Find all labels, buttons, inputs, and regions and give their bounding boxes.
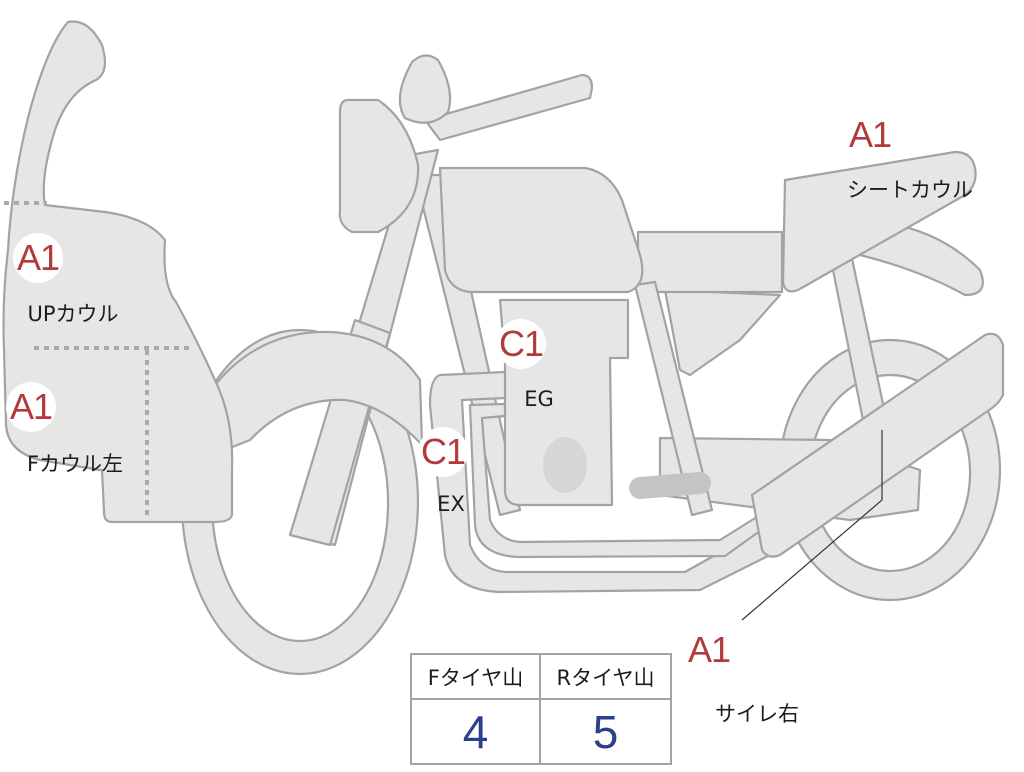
rear-tire-header: Rタイヤ山 (541, 655, 670, 700)
exhaust-pipe-outer (428, 370, 772, 594)
headlight (338, 98, 420, 234)
engine-grade: C1 (496, 319, 546, 369)
muffler-leader-line (741, 430, 883, 621)
exhaust-label: EX (437, 492, 465, 516)
engine-cover (543, 437, 587, 493)
rear-fender (858, 220, 984, 297)
exhaust-pipe-inner (468, 402, 766, 559)
seat-cowl (781, 150, 977, 293)
engine-label: EG (524, 387, 554, 411)
front-tire-header: Fタイヤ山 (412, 655, 541, 700)
seat-cowl-grade: A1 (845, 110, 895, 160)
f-cowl-left-label: Fカウル左 (26, 452, 124, 476)
muffler-right-label: サイレ右 (715, 702, 799, 726)
f-cowl-left-grade: A1 (6, 382, 56, 432)
up-cowl-grade: A1 (13, 233, 63, 283)
seat (636, 230, 784, 294)
fuel-tank (438, 166, 644, 294)
up-cowl-label: UPカウル (27, 302, 119, 326)
rear-tire-value: 5 (592, 705, 619, 758)
tire-tread-table: Fタイヤ山 Rタイヤ山 4 5 (410, 653, 672, 765)
handlebar (423, 73, 594, 142)
frame-rear-tube (633, 280, 714, 517)
side-panel (663, 288, 782, 377)
fairing (2, 20, 234, 524)
front-fender (213, 330, 424, 452)
front-tire-value: 4 (412, 700, 541, 763)
muffler-right-grade: A1 (684, 625, 734, 675)
footpeg (629, 472, 711, 499)
frame-down-tube (413, 173, 522, 517)
exhaust-grade: C1 (418, 427, 468, 477)
mirror (398, 54, 452, 124)
muffler (750, 332, 1005, 558)
seat-cowl-label: シートカウル (847, 178, 973, 202)
